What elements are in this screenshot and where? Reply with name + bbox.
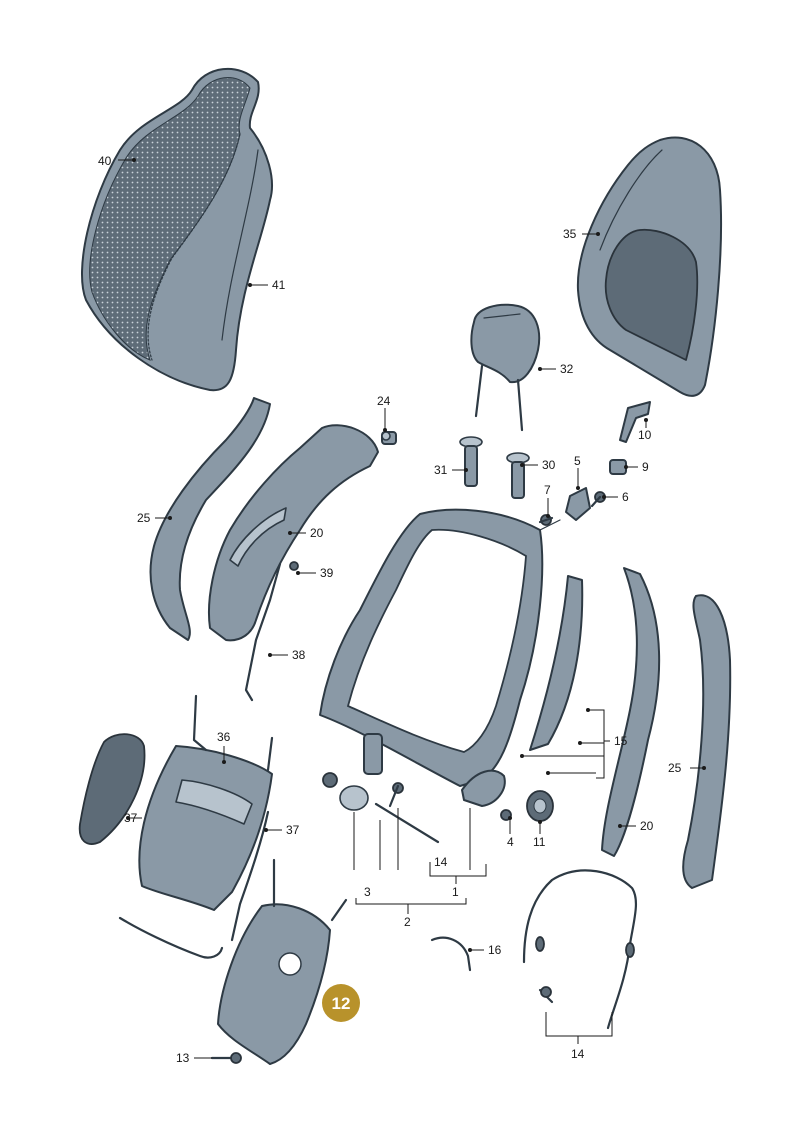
cable-part-38 [244,562,282,702]
callout-14-center: 14 [434,855,448,869]
leader-lines [118,158,706,1059]
callout-31: 31 [434,463,448,477]
seat-mat-part-36 [118,694,274,959]
callout-30: 30 [542,458,556,472]
callout-labels: 40 41 35 32 24 31 30 5 10 9 7 6 25 20 39… [98,154,682,1065]
callout-24: 24 [377,394,391,408]
callout-15: 15 [614,734,628,748]
headrest-guide-30 [506,452,530,499]
callout-11: 11 [533,835,546,849]
callout-36: 36 [217,730,231,744]
callout-41: 41 [272,278,286,292]
bracket-part-5 [565,487,591,521]
callout-10: 10 [638,428,652,442]
screw-part-13 [210,1052,242,1064]
callout-25-left: 25 [137,511,151,525]
highlighted-part-badge: 12 [322,984,360,1022]
callout-32: 32 [560,362,574,376]
callout-2: 2 [404,915,411,929]
badge-label: 12 [332,994,351,1013]
clip-part-16 [430,936,472,972]
callout-7: 7 [544,483,551,497]
callout-13: 13 [176,1051,190,1065]
callout-14-bottom: 14 [571,1047,585,1061]
clip-part-24 [381,431,397,445]
backrest-rear-panel-part [576,136,723,397]
headrest-part [470,303,541,432]
callout-35: 35 [563,227,577,241]
button-part-9 [609,459,627,475]
lumbar-pad-part-37 [78,733,146,845]
callout-20-right: 20 [640,819,654,833]
trim-part-15 [529,575,584,751]
callout-5: 5 [574,454,581,468]
wire-part-37 [230,810,270,942]
backrest-frame-part [319,508,561,787]
lever-part-10 [619,401,651,443]
badge-circle [322,984,360,1022]
recliner-mechanism-part-2 [322,733,440,844]
screw-part-7 [538,514,554,526]
handwheel-part-11 [526,790,554,822]
callout-37-left: 37 [124,811,138,825]
callout-16: 16 [488,943,502,957]
backrest-cover-part [80,67,273,392]
callout-25-right: 25 [668,761,682,775]
callout-1: 1 [452,885,459,899]
callout-6: 6 [622,490,629,504]
screw-part-6 [590,491,606,508]
callout-3: 3 [364,885,371,899]
callout-40: 40 [98,154,112,168]
callout-38: 38 [292,648,306,662]
screw-part-39 [289,561,299,571]
callout-39: 39 [320,566,334,580]
callout-37-right: 37 [286,823,300,837]
headrest-guide-31 [459,436,483,487]
callout-4: 4 [507,835,514,849]
side-trim-left-part-25 [149,397,271,641]
side-trim-right-part-25 [682,594,732,889]
callout-9: 9 [642,460,649,474]
side-panel-right-part-20 [601,567,661,857]
back-carrier-part-12 [217,858,348,1065]
bowden-cable-part-14 [522,869,638,1030]
callout-20-left: 20 [310,526,324,540]
